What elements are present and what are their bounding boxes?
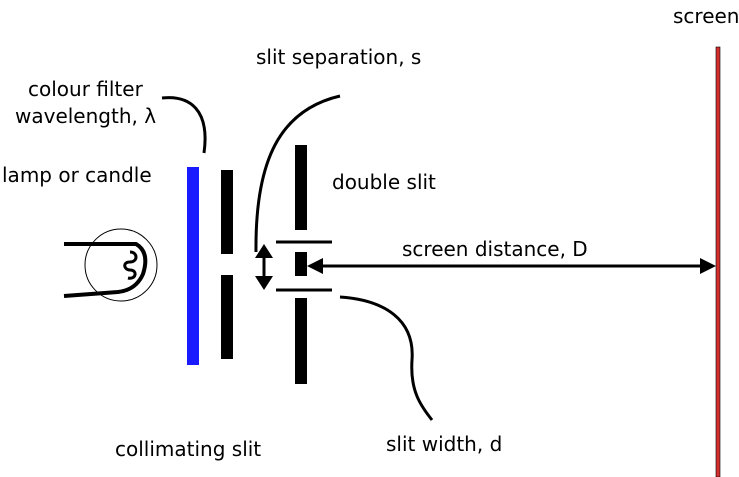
double-slit-lower-bar — [295, 298, 307, 384]
double-slit-upper-bar — [295, 145, 307, 230]
double-slit-middle-bar — [295, 252, 307, 276]
screen-distance-label: screen distance, D — [402, 237, 588, 261]
collimating-slit-label: collimating slit — [115, 437, 262, 461]
lamp-label: lamp or candle — [2, 163, 152, 187]
screen-bar-outline — [715, 46, 721, 477]
slit-width-leader-line — [339, 295, 434, 421]
collimating-slit-lower — [221, 275, 233, 359]
slit-width-label: slit width, d — [386, 432, 503, 456]
slit-separation-label: slit separation, s — [256, 45, 422, 69]
slit-separation-arrow — [255, 244, 273, 290]
colour-filter-label-line1: colour filter — [28, 77, 143, 101]
lamp-icon — [63, 228, 158, 302]
screen-bar — [716, 47, 720, 477]
slit-separation-leader-line — [254, 94, 341, 253]
screen-distance-arrow — [307, 258, 716, 274]
double-slit-label: double slit — [332, 170, 436, 194]
collimating-slit-upper — [221, 170, 233, 254]
screen-label: screen — [673, 4, 739, 28]
colour-filter-leader-line — [161, 96, 207, 154]
colour-filter — [187, 167, 199, 365]
colour-filter-label-line2: wavelength, λ — [15, 104, 157, 128]
